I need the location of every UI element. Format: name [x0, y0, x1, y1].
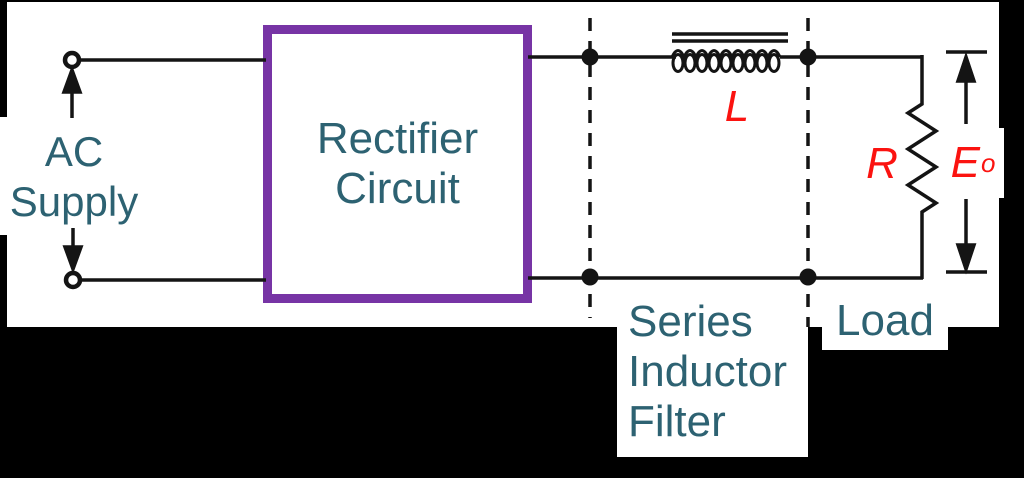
output-voltage-arrow — [946, 50, 987, 275]
resistor-label: R — [866, 139, 898, 188]
rectifier-block: Rectifier Circuit — [263, 25, 532, 303]
ac-arrow-down — [62, 228, 84, 275]
ac-supply-label: AC Supply — [9, 128, 139, 225]
inductor-label: L — [724, 82, 750, 131]
rectifier-label: Rectifier Circuit — [316, 114, 479, 213]
ac-terminal-bottom — [63, 270, 83, 290]
filter-caption: Series Inductor Filter — [628, 297, 787, 446]
junction-dot-bottom-right — [799, 268, 817, 286]
junction-dots — [581, 48, 817, 286]
load-label: Load — [836, 296, 934, 345]
output-voltage-subscript: o — [980, 148, 996, 178]
junction-dot-bottom-left — [581, 268, 599, 286]
filter-caption-box — [617, 327, 808, 457]
resistor-zigzag — [904, 55, 940, 279]
junction-dot-top-right — [799, 48, 817, 66]
ac-arrow-up — [61, 64, 83, 118]
junction-dot-top-left — [581, 48, 599, 66]
inductor-core-lines — [672, 32, 788, 43]
output-voltage-symbol: E — [950, 138, 980, 187]
ac-supply-label-box — [0, 117, 118, 235]
load-caption-box: Load — [822, 292, 948, 350]
inductor-coil — [670, 49, 782, 73]
